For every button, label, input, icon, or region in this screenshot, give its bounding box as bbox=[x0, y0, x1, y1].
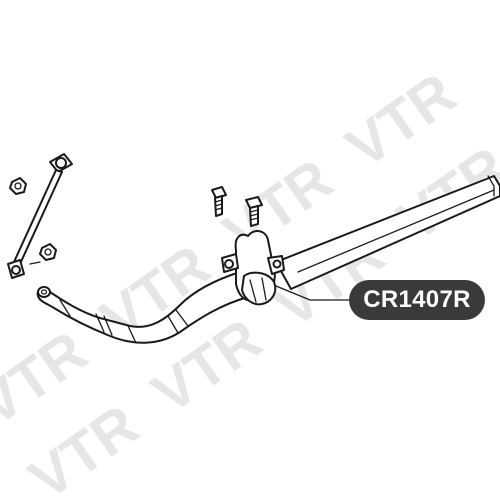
part-number-callout: CR1407R bbox=[349, 280, 485, 320]
nut-lower bbox=[39, 243, 57, 261]
nut-upper bbox=[9, 177, 27, 195]
bolt-right bbox=[245, 196, 263, 227]
part-number-label: CR1407R bbox=[363, 286, 471, 313]
callout-leader bbox=[275, 285, 350, 301]
stabilizer-bar bbox=[36, 175, 500, 344]
bushing-bracket bbox=[221, 230, 285, 306]
stabilizer-link bbox=[7, 153, 73, 279]
bolt-left bbox=[211, 186, 227, 217]
